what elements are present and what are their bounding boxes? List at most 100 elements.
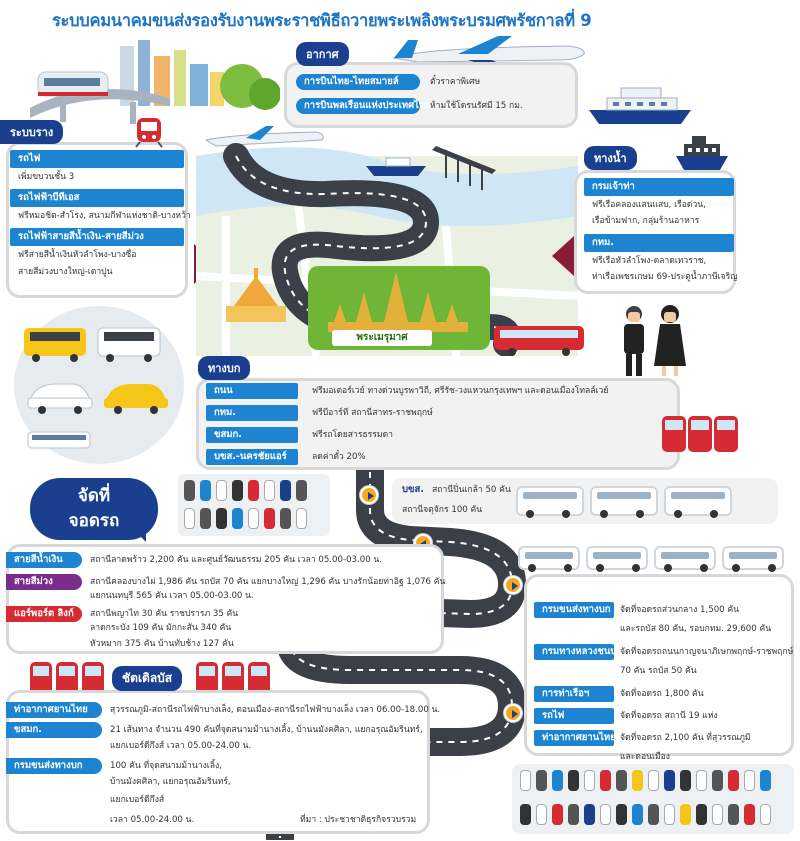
car (712, 770, 723, 791)
parking-left-line: สถานีคลองบางไผ่ 1,986 คัน รถบัส 70 คัน แ… (90, 577, 446, 587)
land-row-label: ถนน (206, 383, 298, 399)
rail-section-line: ฟรีหมอชิต-สำโรง, สนามกีฬาแห่งชาติ-บางหว้… (18, 211, 191, 221)
car (648, 770, 659, 791)
shuttle-line: แยกเบอร์ดีกึงส์ เวลา 05.00-24.00 น. (110, 741, 252, 751)
parking-left-label: แอร์พอร์ต ลิงก์ (6, 606, 82, 622)
shuttle-label: ท่าอากาศยานไทย (6, 702, 102, 718)
land-row-text: ฟรีมอเตอร์เวย์ ทางด่วนบูรพาวิถี, ศรีรัช-… (312, 386, 609, 396)
car (232, 508, 243, 529)
car (616, 804, 627, 825)
parking-cars-top (182, 478, 326, 532)
car (600, 770, 611, 791)
car (200, 508, 211, 529)
water-section-line: เรือข้ามฟาก, กลุ่มร้านอาหาร (592, 216, 700, 226)
ferry-icon (676, 136, 728, 170)
car (552, 770, 563, 791)
cruise-ship-icon (589, 87, 691, 124)
bus-icon (722, 546, 784, 572)
rail-panel (6, 142, 188, 298)
land-row-text: ฟรีบีอาร์ที สถานีสาทร-ราชพฤกษ์ (312, 408, 433, 418)
car (280, 508, 291, 529)
car (680, 770, 691, 791)
car (296, 508, 307, 529)
parking-badge-line2: จอดรถ (68, 511, 120, 531)
parking-left-line: แยกนนทบุรี 565 คัน เวลา 05.00-03.00 น. (90, 591, 254, 601)
land-row-label: กทม. (206, 405, 298, 421)
land-row-text: ลดค่าตั๋ว 20% (312, 452, 366, 462)
airplane-icon (392, 36, 585, 70)
car (520, 770, 531, 791)
car (264, 480, 275, 501)
land-heading: ทางบก (198, 356, 251, 380)
parking-left-line: สถานีลาดพร้าว 2,200 คัน และศูนย์วัฒนธรรม… (90, 555, 383, 565)
car (584, 804, 595, 825)
air-panel (284, 62, 578, 128)
car (760, 804, 771, 825)
land-row-label: บขส.-นครชัยแอร์ (206, 449, 298, 465)
bus-icon (654, 546, 716, 572)
shuttle-label: ขสมก. (6, 722, 102, 738)
car (184, 480, 195, 501)
parking-left-line: หัวหมาก 375 คัน บ้านทับช้าง 127 คัน (90, 639, 234, 649)
bus-icon (518, 546, 580, 572)
parking-right-label: ท่าอากาศยานไทย (534, 730, 616, 746)
bks-label: บขส. (402, 484, 424, 495)
shuttle-row: กรมขนส่งทางบก 100 คัน ที่จุดสนามม้านางเล… (6, 758, 222, 774)
water-heading: ทางน้ำ (584, 146, 637, 170)
air-row-1: การบินไทย-ไทยสมายล์ ตั๋วราคาพิเศษ (296, 74, 480, 90)
land-row-3: ขสมก. ฟรีรถโดยสารธรรมดา (206, 427, 393, 443)
land-row-1: ถนน ฟรีมอเตอร์เวย์ ทางด่วนบูรพาวิถี, ศรี… (206, 383, 608, 399)
car (616, 770, 627, 791)
car (712, 804, 723, 825)
car (568, 770, 579, 791)
shuttle-line: 21 เส้นทาง จำนวน 490 คันที่จุดสนามม้านาง… (110, 725, 423, 735)
road-arrow-right (360, 486, 378, 504)
air-row-label: การบินไทย-ไทยสมายล์ (296, 74, 420, 90)
mourners-illustration (624, 305, 686, 376)
rail-section-label: รถไฟฟ้าสายสีน้ำเงิน-สายสีม่วง (10, 228, 184, 246)
bus-icon (516, 486, 584, 518)
water-section-line: ท่าเรือเพชรเกษม 69-ประตูน้ำภาษีเจริญ (592, 272, 738, 282)
car (536, 770, 547, 791)
parking-left-line: สถานีพญาไท 30 คัน ราชปรารภ 35 คัน (90, 609, 239, 619)
land-row-2: กทม. ฟรีบีอาร์ที สถานีสาทร-ราชพฤกษ์ (206, 405, 433, 421)
car (760, 770, 771, 791)
land-row-label: ขสมก. (206, 427, 298, 443)
parking-left-row: สายสีน้ำเงิน สถานีลาดพร้าว 2,200 คัน และ… (6, 552, 382, 568)
route-map-illustration (196, 126, 578, 356)
parking-right-line: จัดที่จอดรถ 1,800 คัน (620, 689, 704, 699)
parking-right-line: และรถบัส 80 คัน, รอบกทม. 29,600 คัน (620, 624, 772, 634)
parking-left-row: แอร์พอร์ต ลิงก์ สถานีพญาไท 30 คัน ราชปรา… (6, 606, 238, 622)
parking-right-line: จัดที่จอดรถถนนกาญจนาภิเษกพฤกษ์-ราชพฤกษ์ (620, 647, 794, 657)
shuttle-buses-icon (30, 662, 104, 696)
car (648, 804, 659, 825)
parking-right-line: จัดที่จอดรถ สถานี 19 แห่ง (620, 711, 718, 721)
air-row-text: ห้ามใช้โดรนรัศมี 15 กม. (430, 101, 523, 111)
car (280, 480, 291, 501)
parking-left-row: สายสีม่วง สถานีคลองบางไผ่ 1,986 คัน รถบั… (6, 574, 445, 590)
air-row-label: การบินพลเรือนแห่งประเทศไทย (296, 98, 431, 114)
car (632, 770, 643, 791)
car (584, 770, 595, 791)
bus-icon (586, 546, 648, 572)
car (664, 770, 675, 791)
rail-section-label: รถไฟ (10, 150, 184, 168)
parking-right-row: ท่าอากาศยานไทย จัดที่จอดรถ 2,100 คัน ที่… (534, 730, 751, 746)
car (248, 508, 259, 529)
rail-section-line: สายสีม่วงบางใหญ่-เตาปูน (18, 267, 113, 277)
car (216, 480, 227, 501)
car (744, 770, 755, 791)
shuttle-line: เวลา 05.00-24.00 น. (110, 815, 195, 825)
car (696, 770, 707, 791)
car (680, 804, 691, 825)
parking-left-label: สายสีม่วง (6, 574, 82, 590)
shuttle-line: 100 คัน ที่จุดสนามม้านางเลิ้ง, (110, 761, 222, 771)
car (744, 804, 755, 825)
land-row-4: บขส.-นครชัยแอร์ ลดค่าตั๋ว 20% (206, 449, 366, 465)
vehicles-illustration (24, 327, 168, 449)
parking-right-line: จัดที่จอดรถ 2,100 คัน ที่สุวรรณภูมิ (620, 733, 751, 743)
car (632, 804, 643, 825)
car (200, 480, 211, 501)
shuttle-row: ขสมก. 21 เส้นทาง จำนวน 490 คันที่จุดสนาม… (6, 722, 423, 738)
parking-left-label: สายสีน้ำเงิน (6, 552, 82, 568)
